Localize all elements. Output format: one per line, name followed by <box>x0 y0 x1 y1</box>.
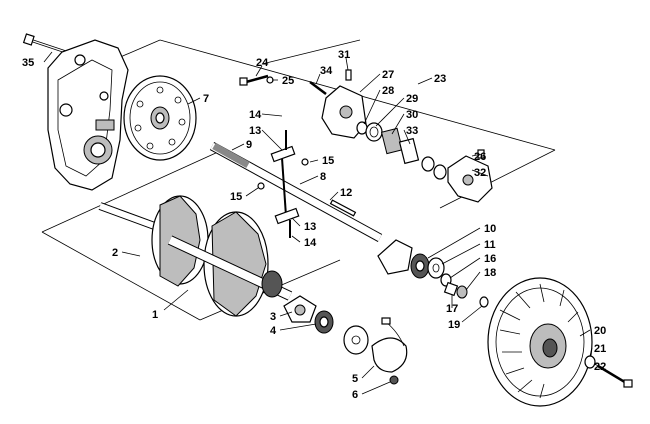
callout-16: 16 <box>484 253 496 265</box>
callout-labels: 35 7 9 8 12 14 13 15 15 13 14 2 1 3 4 5 … <box>22 49 606 401</box>
part-2-drive-sprocket-assembly <box>98 195 293 317</box>
callout-14-bottom: 14 <box>304 237 317 249</box>
callout-19: 19 <box>448 319 460 331</box>
part-19-washer <box>479 296 489 308</box>
part-11-collar <box>427 257 445 279</box>
callout-22: 22 <box>594 361 606 373</box>
right-bearing-plate <box>377 239 413 275</box>
part-32-caliper-housing <box>447 155 493 203</box>
part-20-driven-clutch <box>487 277 593 407</box>
callout-30: 30 <box>406 109 418 121</box>
callout-9: 9 <box>246 139 252 151</box>
part-33-brake-pad <box>398 137 420 165</box>
callout-7: 7 <box>203 93 209 105</box>
part-12-key <box>329 199 357 217</box>
part-29-piston <box>365 122 383 142</box>
gear-case-housing <box>47 39 129 191</box>
bracket-rod <box>257 130 309 238</box>
part-6-nut <box>389 375 399 385</box>
callout-15-right: 15 <box>322 155 334 167</box>
callout-33: 33 <box>406 125 418 137</box>
callout-17: 17 <box>446 303 458 315</box>
callout-23: 23 <box>434 73 446 85</box>
part-31-bleeder <box>345 69 352 81</box>
callout-2: 2 <box>112 247 118 259</box>
part-34-pin <box>309 81 327 95</box>
part-22-bolt <box>597 364 633 388</box>
callout-5: 5 <box>352 373 358 385</box>
callout-20: 20 <box>594 325 606 337</box>
callout-3: 3 <box>270 311 276 323</box>
callout-4: 4 <box>270 325 277 337</box>
part-18-bushing <box>456 285 468 299</box>
part-24-bolt <box>239 74 269 86</box>
callout-25: 25 <box>282 75 294 87</box>
part-10-bearing <box>410 253 430 279</box>
callout-24: 24 <box>256 57 269 69</box>
callout-15-left: 15 <box>230 191 242 203</box>
callout-32: 32 <box>474 167 486 179</box>
callout-29: 29 <box>406 93 418 105</box>
part-7-brake-disc <box>123 75 197 161</box>
leader-lines <box>43 51 605 395</box>
part-4-bearing <box>314 310 334 334</box>
callout-35: 35 <box>22 57 34 69</box>
callout-34: 34 <box>320 65 333 77</box>
callout-1: 1 <box>152 309 158 321</box>
callout-11: 11 <box>484 239 496 251</box>
callout-21: 21 <box>594 343 606 355</box>
part-5-sensor-bracket <box>371 317 408 373</box>
part-brake-oring <box>421 156 447 180</box>
callout-27: 27 <box>382 69 394 81</box>
callout-14-top: 14 <box>249 109 262 121</box>
callout-28: 28 <box>382 85 394 97</box>
part-speed-trigger-wheel <box>343 325 369 355</box>
callout-13-bottom: 13 <box>304 221 316 233</box>
callout-26: 26 <box>474 151 486 163</box>
callout-8: 8 <box>320 171 326 183</box>
part-9-jackshaft <box>209 142 383 242</box>
callout-18: 18 <box>484 267 496 279</box>
callout-12: 12 <box>340 187 352 199</box>
part-17-spacer <box>443 281 459 297</box>
part-30-brake-pad <box>380 127 404 155</box>
callout-31: 31 <box>338 49 350 61</box>
callout-10: 10 <box>484 223 496 235</box>
callout-13-top: 13 <box>249 125 261 137</box>
part-3-bearing-flange <box>283 295 317 323</box>
callout-6: 6 <box>352 389 358 401</box>
